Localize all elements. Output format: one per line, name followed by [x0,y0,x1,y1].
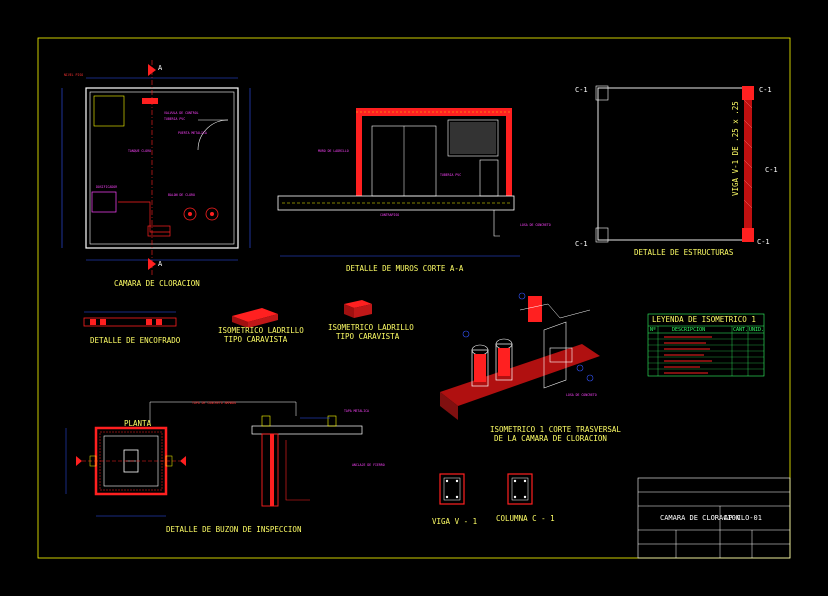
c1-bottom-left: C-1 [575,240,588,248]
label-ladrillo-1a: ISOMETRICO LADRILLO [218,326,304,335]
structure-detail: C-1 C-1 C-1 C-1 C-1 VIGA V-1 DE .25 x .2… [575,85,778,248]
isometric-cut: LOSA DE CONCRETO [440,292,600,420]
section-muros: MURO DE LADRILLO TUBERIA PVC CONTRAPISO … [277,108,551,257]
legend-header-desc: DESCRIPCION [672,327,705,333]
legend-header-cant: CANT. [733,327,748,333]
label-detalle-muros: DETALLE DE MUROS CORTE A-A [346,264,464,273]
label-detalle-buzon: DETALLE DE BUZON DE INSPECCION [166,525,301,534]
label-planta: PLANTA [124,419,152,428]
label-columna-c1: COLUMNA C - 1 [496,514,555,523]
svg-text:PUERTA METALICA: PUERTA METALICA [178,131,207,135]
c1-top-right: C-1 [759,86,772,94]
section-marker-a-top: A [158,64,163,72]
plan-camara: A A VALVULA DE CONTROL TUBERIA PVC PUERT… [61,60,251,276]
encofrado-detail [83,311,177,327]
svg-text:CONTRAPISO: CONTRAPISO [380,213,399,217]
label-viga-v1: VIGA V - 1 [432,517,477,526]
title-block-project: CAMARA DE CLORACION [660,514,740,522]
section-marker-a-bottom: A [158,260,163,268]
sheet-border [37,37,791,559]
svg-text:DOSIFICADOR: DOSIFICADOR [96,185,117,189]
title-block-sheet: AP-CLO-01 [724,514,762,522]
viga-column-details [439,473,533,505]
label-isometrico-b: DE LA CAMARA DE CLORACION [494,434,607,443]
svg-text:MURO DE LADRILLO: MURO DE LADRILLO [318,149,349,153]
brick-isometric-1 [232,308,278,328]
label-detalle-encofrado: DETALLE DE ENCOFRADO [90,336,181,345]
title-block [637,477,791,559]
svg-text:BALON DE CLORO: BALON DE CLORO [168,193,195,197]
svg-text:TAPA DE CONCRETO ARMADO: TAPA DE CONCRETO ARMADO [192,401,236,405]
buzon-detail: TAPA METALICA ANCLAJE DE FIERRO TAPA DE … [65,401,385,517]
legend-header-n: Nº [650,327,656,333]
label-ladrillo-2a: ISOMETRICO LADRILLO [328,323,414,332]
svg-text:VALVULA DE CONTROL: VALVULA DE CONTROL [164,111,199,115]
c1-bottom-right: C-1 [757,238,770,246]
brick-isometric-2 [344,300,372,318]
svg-text:TANQUE CLORO: TANQUE CLORO [128,149,151,153]
svg-text:LOSA DE CONCRETO: LOSA DE CONCRETO [520,223,551,227]
svg-text:NIVEL PISO: NIVEL PISO [64,73,83,77]
svg-text:LOSA DE CONCRETO: LOSA DE CONCRETO [566,393,597,397]
label-camara-cloracion: CAMARA DE CLORACION [114,279,200,288]
legend-header-unid: UNID. [749,327,764,333]
svg-text:ANCLAJE DE FIERRO: ANCLAJE DE FIERRO [352,463,385,467]
svg-text:TAPA METALICA: TAPA METALICA [344,409,369,413]
label-detalle-estructuras: DETALLE DE ESTRUCTURAS [634,248,734,257]
label-viga-vertical: VIGA V-1 DE .25 x .25 [731,101,740,196]
c1-mid-right: C-1 [765,166,778,174]
label-ladrillo-2b: TIPO CARAVISTA [336,332,400,341]
svg-text:TUBERIA PVC: TUBERIA PVC [440,173,461,177]
c1-top-left: C-1 [575,86,588,94]
label-ladrillo-1b: TIPO CARAVISTA [224,335,288,344]
label-isometrico-a: ISOMETRICO 1 CORTE TRASVERSAL [490,425,621,434]
legend-title: LEYENDA DE ISOMETRICO 1 [652,315,756,324]
svg-text:TUBERIA PVC: TUBERIA PVC [164,117,185,121]
legend-table: Nº DESCRIPCION CANT. UNID. [647,313,765,377]
